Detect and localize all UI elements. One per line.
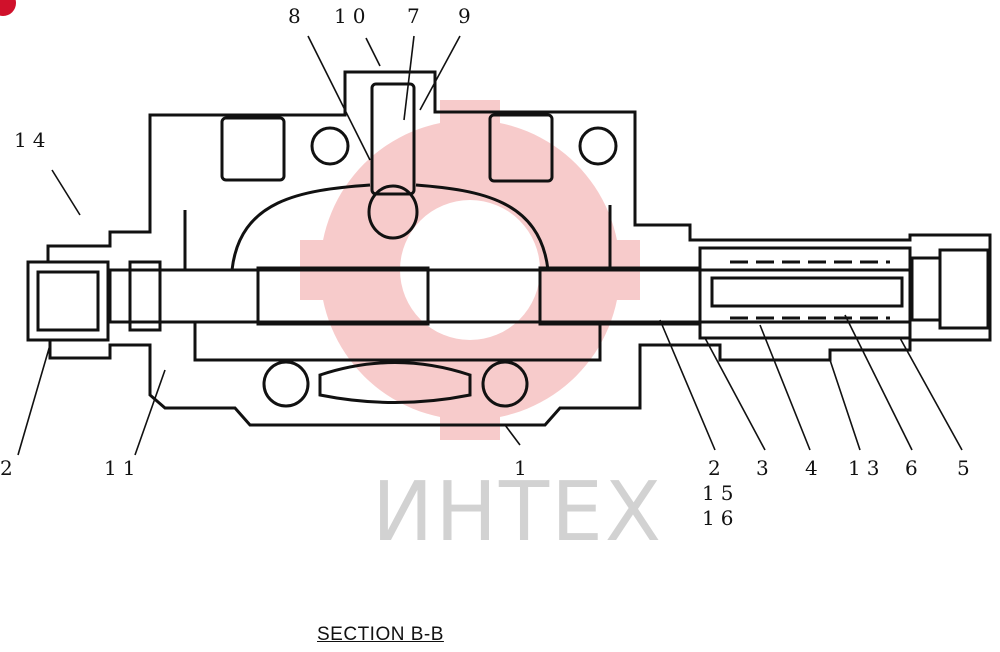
callout-10: 10 — [334, 4, 371, 28]
callout-8: 8 — [288, 4, 307, 28]
callout-16: 16 — [702, 506, 739, 530]
callout-15: 15 — [702, 481, 739, 505]
callout-1: 1 — [514, 456, 533, 480]
callout-4: 4 — [805, 456, 824, 480]
valve-body — [26, 70, 992, 427]
callout-2: 2 — [708, 456, 727, 480]
leader-lines — [17, 35, 963, 456]
callout-5: 5 — [957, 456, 976, 480]
callout-14: 14 — [14, 128, 51, 152]
callout-13: 13 — [848, 456, 885, 480]
watermark-text: ИНТЕХ — [372, 465, 663, 560]
callout-labels: 8 10 7 9 14 2 11 1 2 3 4 13 6 5 15 16 — [0, 4, 976, 530]
callout-9: 9 — [458, 4, 477, 28]
corner-badge — [0, 0, 16, 16]
section-title: SECTION B-B — [317, 624, 444, 645]
callout-12: 2 — [0, 456, 19, 480]
callout-11: 11 — [104, 456, 141, 480]
callout-3: 3 — [756, 456, 775, 480]
callout-6: 6 — [905, 456, 924, 480]
callout-7: 7 — [407, 4, 426, 28]
